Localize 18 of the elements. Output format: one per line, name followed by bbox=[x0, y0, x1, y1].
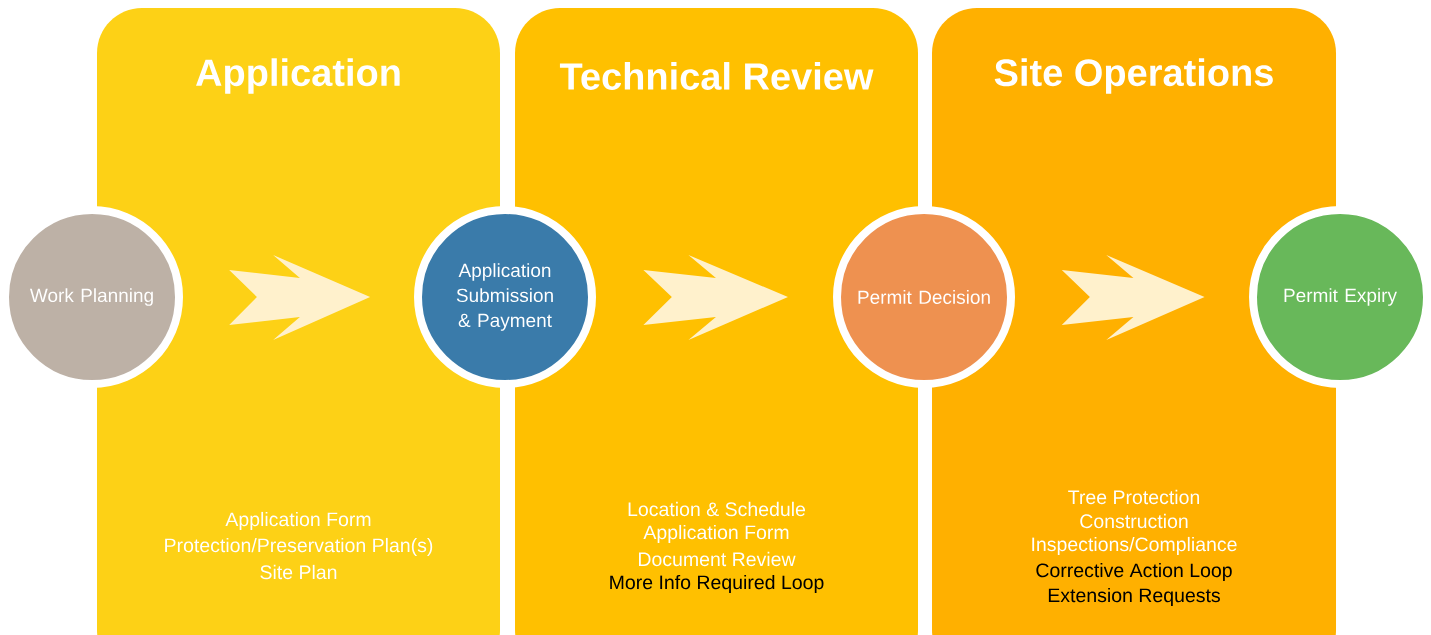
stage-item: Document Review bbox=[639, 551, 796, 567]
stage-item: Application Form bbox=[225, 511, 371, 531]
stage-item: Construction bbox=[1080, 513, 1188, 529]
stage-title: Site Operations bbox=[994, 58, 1273, 94]
stage-item: Tree Protection bbox=[1068, 489, 1199, 505]
stage-item: Application Form bbox=[643, 524, 789, 544]
stage-title: Application bbox=[196, 58, 400, 94]
stage-item: Inspections/Compliance bbox=[1032, 536, 1237, 556]
stage-item: Location & Schedule bbox=[628, 501, 806, 517]
chevron-arrow bbox=[1061, 255, 1205, 340]
chevron-arrow bbox=[229, 255, 371, 340]
stage-item: Site Plan bbox=[260, 564, 337, 580]
stage-title: Technical Review bbox=[559, 62, 874, 90]
chevron-arrow bbox=[643, 255, 788, 340]
stage-item: More Info Required Loop bbox=[610, 574, 824, 594]
stage-item: Corrective Action Loop bbox=[1036, 562, 1232, 582]
stage-item: Protection/Preservation Plan(s) bbox=[165, 537, 433, 557]
stage-item: Extension Requests bbox=[1048, 587, 1220, 607]
